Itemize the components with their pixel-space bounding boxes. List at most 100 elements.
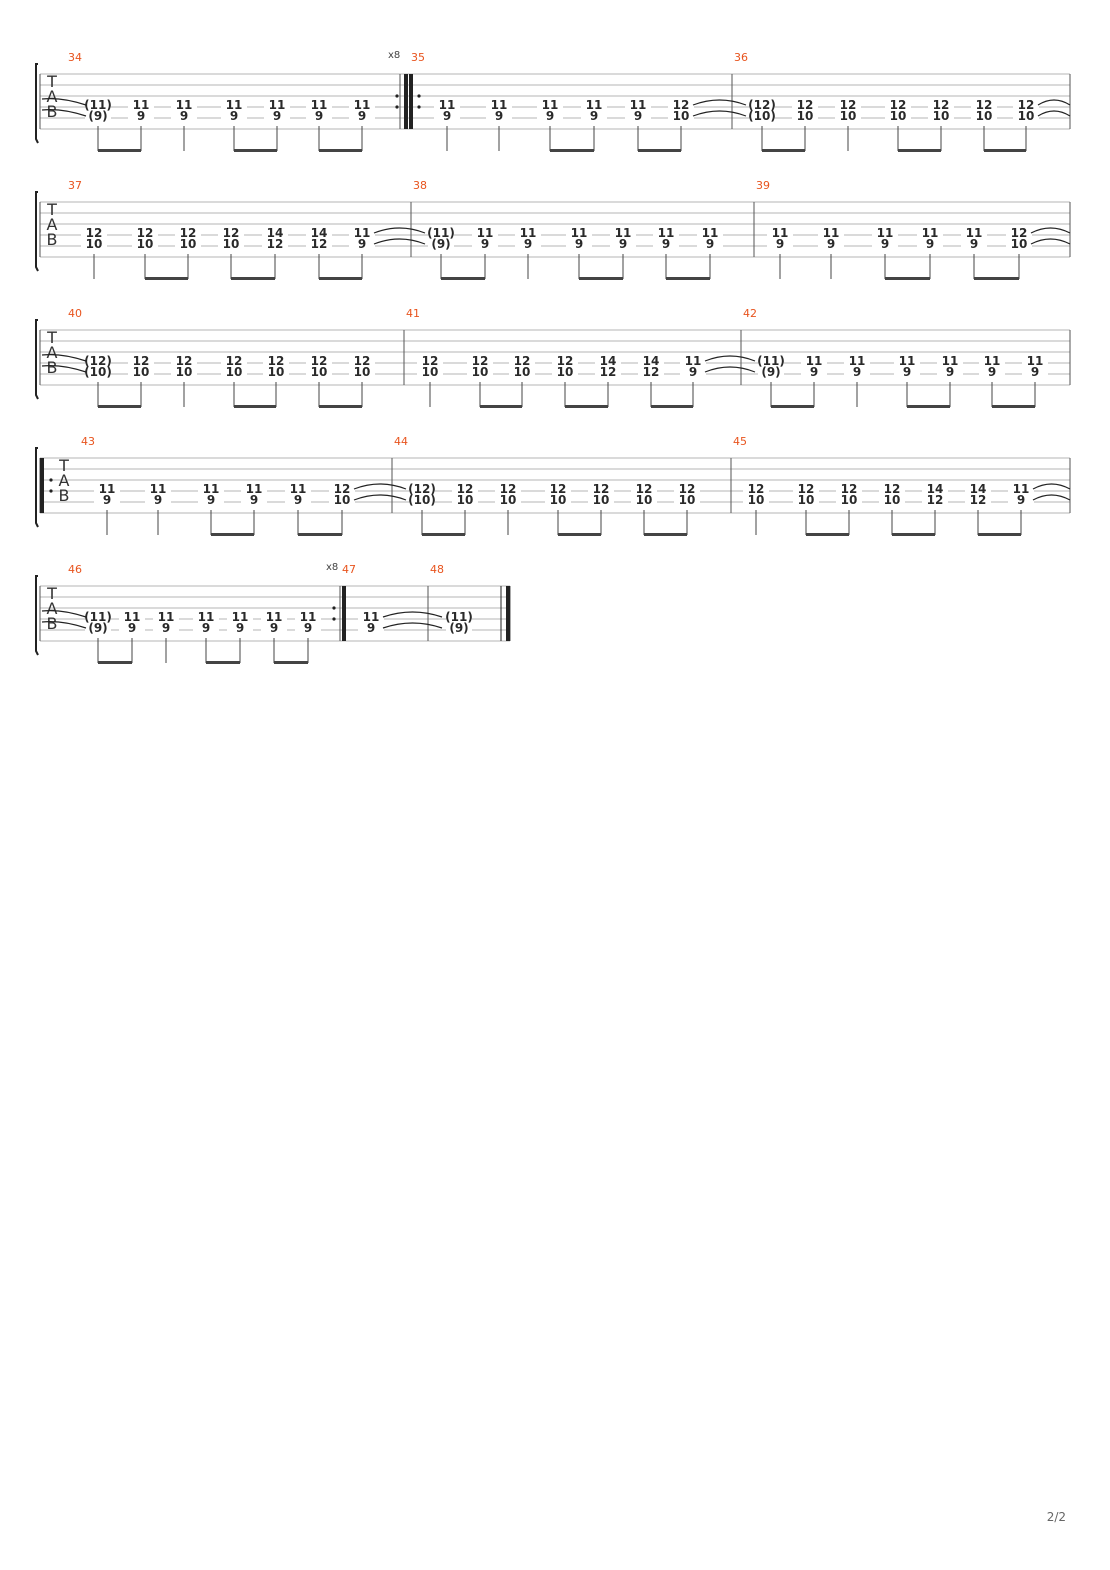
fret-number-upper: 11	[615, 226, 632, 240]
note-background	[486, 99, 512, 121]
fret-number-lower: 9	[358, 109, 366, 123]
note-background	[227, 611, 253, 633]
note-background	[85, 355, 111, 377]
fret-number-lower: 9	[946, 365, 954, 379]
tab-clef-letter: B	[59, 486, 70, 505]
note-background	[193, 611, 219, 633]
tie-arc	[353, 494, 407, 501]
note-background	[128, 355, 154, 377]
note-background	[285, 483, 311, 505]
note-beam	[211, 533, 254, 536]
fret-number-lower: 10	[176, 365, 193, 379]
repeat-dot	[49, 489, 53, 493]
fret-number-lower: 10	[457, 493, 474, 507]
note-background	[801, 355, 827, 377]
fret-number-upper: 11	[439, 98, 456, 112]
fret-number-lower: 9	[988, 365, 996, 379]
fret-number-lower: 9	[358, 237, 366, 251]
fret-number-upper: (12)	[748, 98, 776, 112]
fret-number-lower: 10	[1011, 237, 1028, 251]
fret-number-upper: 12	[679, 482, 696, 496]
note-background	[94, 483, 120, 505]
note-background	[638, 355, 664, 377]
note-background	[472, 227, 498, 249]
note-beam	[145, 277, 188, 280]
note-beam	[98, 405, 141, 408]
fret-number-upper: 12	[884, 482, 901, 496]
note-background	[1022, 355, 1048, 377]
note-background	[971, 99, 997, 121]
fret-number-lower: (10)	[84, 365, 112, 379]
fret-number-upper: 12	[422, 354, 439, 368]
fret-number-upper: 12	[137, 226, 154, 240]
note-background	[937, 355, 963, 377]
measure-number: 34	[68, 51, 82, 64]
note-background	[743, 483, 769, 505]
fret-number-lower: 9	[154, 493, 162, 507]
fret-number-lower: 9	[236, 621, 244, 635]
tab-clef-letter: A	[47, 87, 58, 106]
fret-number-lower: 12	[970, 493, 987, 507]
tab-clef-letter: A	[47, 599, 58, 618]
fret-number-upper: 11	[658, 226, 675, 240]
fret-number-upper: 11	[630, 98, 647, 112]
note-beam	[762, 149, 805, 152]
repeat-dot	[332, 617, 336, 621]
measure-number: 36	[734, 51, 748, 64]
note-beam	[319, 405, 362, 408]
final-thick-bar	[506, 586, 510, 641]
note-background	[835, 99, 861, 121]
repeat-count: x8	[326, 562, 338, 573]
fret-number-lower: 9	[273, 109, 281, 123]
measure-number: 35	[411, 51, 425, 64]
fret-number-upper: 12	[457, 482, 474, 496]
fret-number-upper: 14	[267, 226, 284, 240]
note-background	[85, 611, 111, 633]
fret-number-upper: 12	[841, 482, 858, 496]
note-background	[515, 227, 541, 249]
fret-number-lower: 9	[162, 621, 170, 635]
fret-number-upper: 11	[158, 610, 175, 624]
fret-number-lower: 9	[270, 621, 278, 635]
note-background	[263, 355, 289, 377]
fret-number-upper: 11	[354, 98, 371, 112]
measure-number: 46	[68, 563, 82, 576]
note-beam	[898, 149, 941, 152]
fret-number-upper: 12	[223, 226, 240, 240]
note-background	[872, 227, 898, 249]
fret-number-upper: (11)	[84, 98, 112, 112]
fret-number-upper: 12	[933, 98, 950, 112]
note-background	[792, 99, 818, 121]
tie-arc-incoming	[41, 621, 87, 629]
note-beam	[319, 277, 362, 280]
fret-number-lower: 10	[133, 365, 150, 379]
fret-number-lower: 9	[180, 109, 188, 123]
fret-number-upper: 12	[354, 354, 371, 368]
fret-number-lower: 9	[546, 109, 554, 123]
note-background	[625, 99, 651, 121]
note-beam	[892, 533, 935, 536]
note-background	[145, 483, 171, 505]
tie-arc-incoming	[41, 365, 87, 373]
note-beam	[907, 405, 950, 408]
note-beam	[274, 661, 308, 664]
note-background	[566, 227, 592, 249]
fret-number-lower: 10	[550, 493, 567, 507]
tie-arc	[1032, 494, 1071, 501]
note-background	[171, 355, 197, 377]
fret-number-lower: 9	[1031, 365, 1039, 379]
note-background	[417, 355, 443, 377]
fret-number-lower: 10	[311, 365, 328, 379]
fret-number-upper: 11	[150, 482, 167, 496]
note-beam	[98, 661, 132, 664]
note-background	[767, 227, 793, 249]
fret-number-lower: 9	[853, 365, 861, 379]
fret-number-upper: (11)	[757, 354, 785, 368]
measure-number: 37	[68, 179, 82, 192]
fret-number-upper: 12	[840, 98, 857, 112]
fret-number-upper: 11	[942, 354, 959, 368]
measure-number: 47	[342, 563, 356, 576]
fret-number-lower: 9	[495, 109, 503, 123]
note-background	[749, 99, 775, 121]
fret-number-upper: 11	[300, 610, 317, 624]
